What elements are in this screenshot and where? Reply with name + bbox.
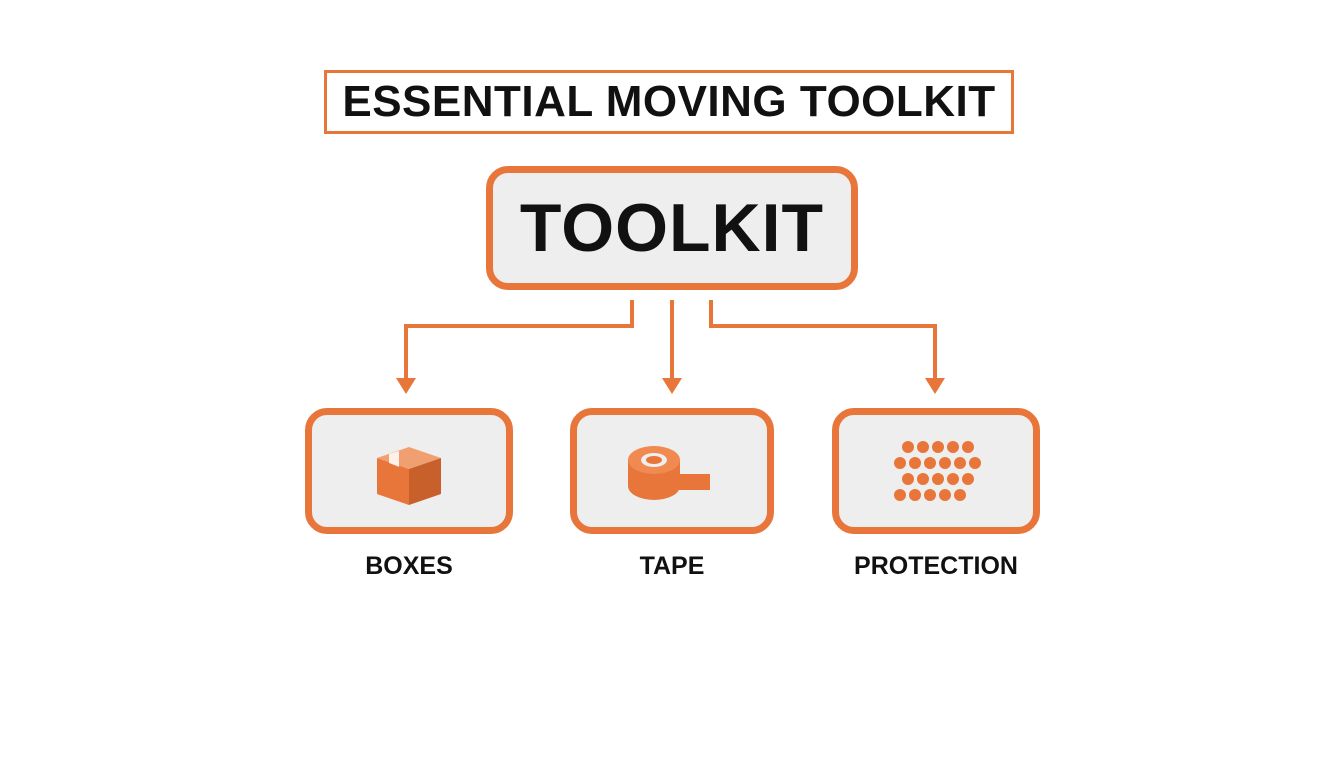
diagram-title: ESSENTIAL MOVING TOOLKIT xyxy=(342,77,996,126)
connector-right xyxy=(709,300,937,382)
child-node-boxes xyxy=(305,408,513,534)
child-node-protection xyxy=(832,408,1040,534)
bubble-wrap-icon xyxy=(894,441,981,501)
arrowhead-center xyxy=(662,378,682,394)
child-node-label-boxes: BOXES xyxy=(365,552,453,580)
child-node-label-tape: TAPE xyxy=(639,552,705,580)
tape-roll-icon xyxy=(628,446,710,500)
arrowhead-right xyxy=(925,378,945,394)
arrowhead-left xyxy=(396,378,416,394)
diagram-title-box: ESSENTIAL MOVING TOOLKIT xyxy=(324,70,1014,134)
connector-left xyxy=(404,300,634,382)
child-node-label-protection: PROTECTION xyxy=(854,552,1018,580)
root-node: TOOLKIT xyxy=(486,166,858,290)
root-node-label: TOOLKIT xyxy=(519,190,825,266)
box-icon xyxy=(377,447,441,505)
child-node-tape xyxy=(570,408,774,534)
